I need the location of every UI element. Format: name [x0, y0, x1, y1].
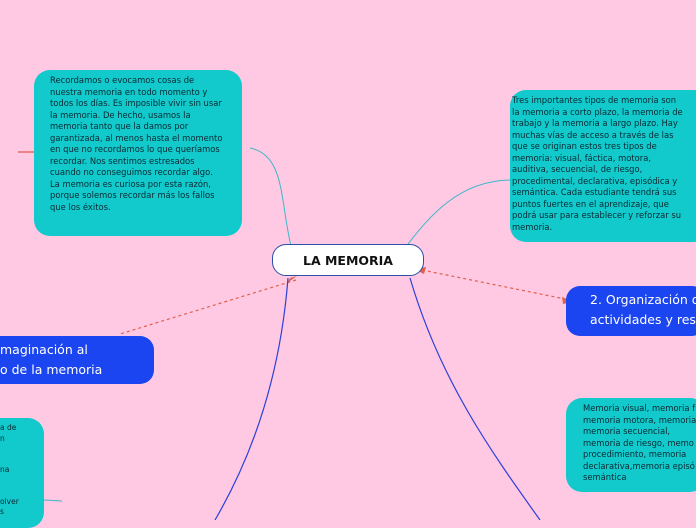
topic-imagination-text: maginación al o de la memoria [0, 342, 103, 377]
connector-center-imagination [119, 279, 297, 335]
topic-recall-text: Recordamos o evocamos cosas de nuestra m… [50, 75, 223, 212]
topic-organization[interactable]: 2. Organización d actividades y resp [566, 286, 696, 336]
topic-memory-types-text: Tres importantes tipos de memoria son la… [512, 95, 683, 232]
topic-imagination[interactable]: maginación al o de la memoria [0, 336, 154, 384]
connector-center-organization [421, 269, 571, 301]
topic-memory-list[interactable]: Memoria visual, memoria f memoria motora… [566, 398, 696, 492]
arrowhead-imagination [287, 276, 297, 283]
topic-organization-text: 2. Organización d actividades y resp [590, 292, 696, 327]
connector-center-types [404, 179, 513, 249]
central-topic-label: LA MEMORIA [303, 253, 393, 268]
topic-recall[interactable]: Recordamos o evocamos cosas de nuestra m… [34, 70, 242, 236]
connector-center-bottomright [409, 277, 541, 520]
connector-center-recall [249, 147, 292, 247]
topic-partial-left[interactable]: a de n na olver s [0, 418, 44, 528]
topic-memory-types[interactable]: Tres importantes tipos de memoria son la… [510, 90, 696, 242]
central-topic[interactable]: LA MEMORIA [272, 244, 424, 276]
topic-partial-left-text: a de n na olver s [0, 423, 19, 516]
topic-memory-list-text: Memoria visual, memoria f memoria motora… [583, 403, 696, 482]
connector-partial-left [43, 499, 63, 502]
connector-center-bottomleft [214, 277, 289, 520]
